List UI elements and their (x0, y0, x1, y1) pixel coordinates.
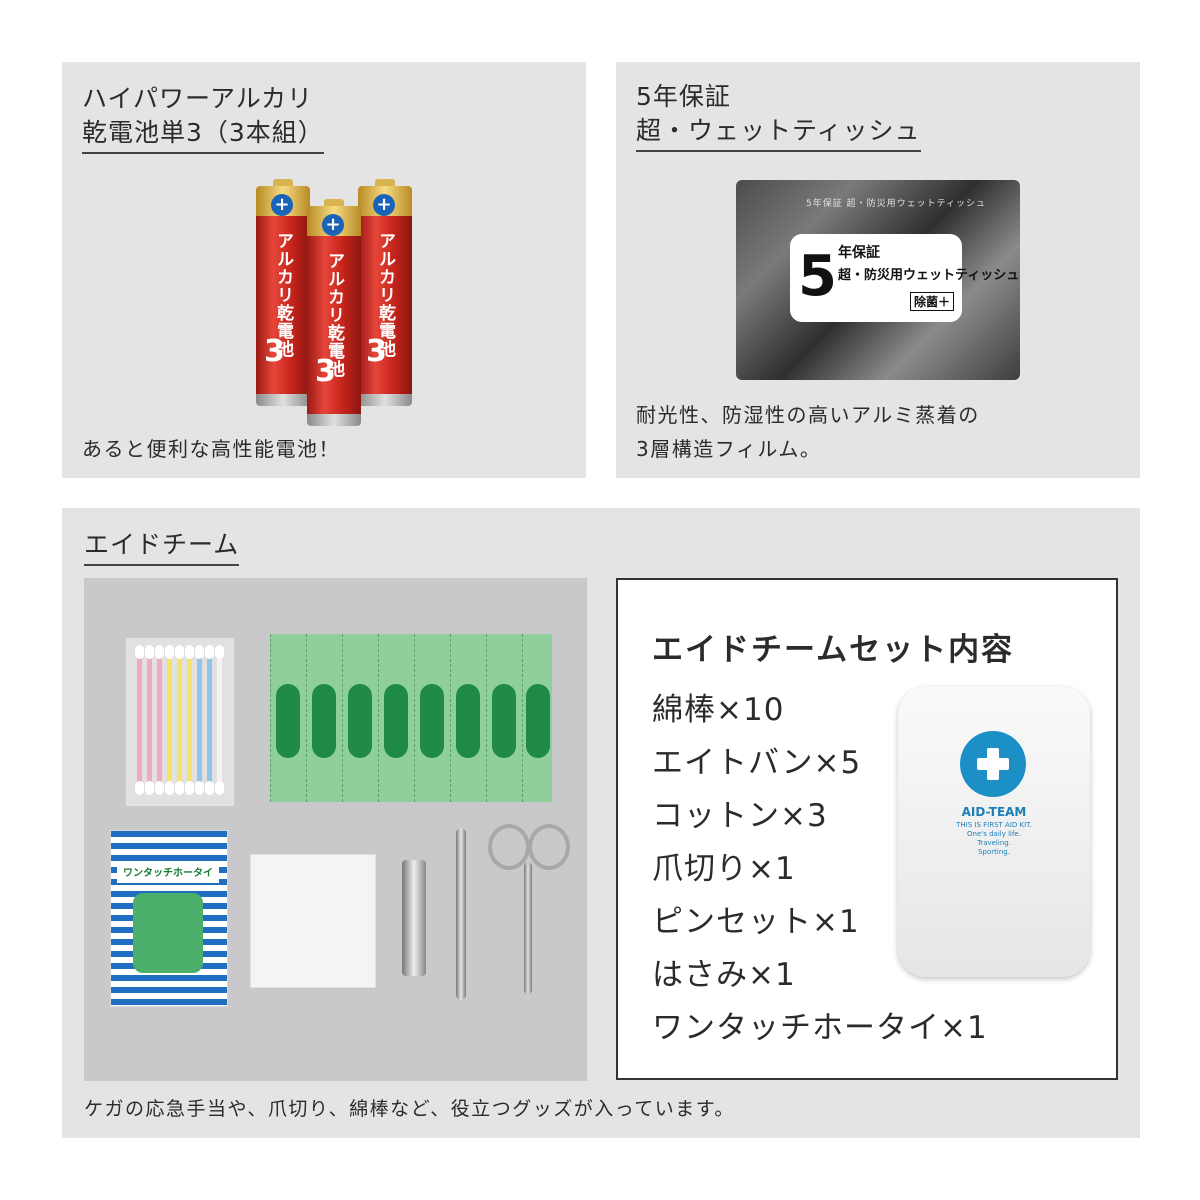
battery-number: 3 (366, 334, 387, 369)
wet-tissue-image: 5年保証 超・防災用ウェットティッシュ 5 年保証 超・防災用ウェットティッシュ… (736, 180, 1020, 380)
hand-icon (133, 893, 203, 973)
battery-panel: ハイパワーアルカリ 乾電池単3（3本組） + アルカリ乾電池 3 + アルカリ乾… (62, 62, 586, 478)
plus-icon: + (271, 194, 293, 216)
battery-number: 3 (264, 334, 285, 369)
tweezers-image (456, 828, 466, 1000)
battery-caption: あると便利な高性能電池！ (82, 437, 340, 461)
tissue-caption-line2: 3層構造フィルム。 (636, 437, 822, 461)
pack-label: ワンタッチホータイ (117, 865, 219, 883)
battery-label: アルカリ乾電池 (324, 252, 344, 378)
battery-number: 3 (315, 354, 336, 389)
set-contents-box: エイドチームセット内容 綿棒×10 エイトバン×5 コットン×3 爪切り×1 ピ… (616, 578, 1118, 1080)
package-line2: 超・防災用ウェットティッシュ (838, 268, 1020, 283)
battery-image: + アルカリ乾電池 3 (307, 199, 361, 426)
set-contents-heading: エイドチームセット内容 (652, 632, 1015, 668)
aid-team-caption: ケガの応急手当や、爪切り、綿棒など、役立つグッズが入っています。 (84, 1098, 735, 1120)
tissue-title: 5年保証 超・ウェットティッシュ (636, 80, 921, 152)
plus-icon: + (322, 214, 344, 236)
aid-kit-contents-photo: ワンタッチホータイ (84, 578, 587, 1081)
aid-team-title-text: エイドチーム (84, 528, 240, 566)
package-top-text: 5年保証 超・防災用ウェットティッシュ (806, 199, 987, 209)
battery-label: アルカリ乾電池 (273, 232, 293, 358)
aid-team-case-image: AID-TEAM THIS IS FIRST AID KIT. One's da… (898, 687, 1090, 977)
bandage-wrap-pack-image: ワンタッチホータイ (110, 830, 228, 1007)
battery-title-line1: ハイパワーアルカリ (82, 84, 314, 113)
set-item: 綿棒×10 (652, 692, 785, 728)
plus-icon: + (373, 194, 395, 216)
set-item: エイトバン×5 (652, 745, 862, 781)
set-item: はさみ×1 (652, 957, 796, 993)
cotton-pads-image (250, 854, 376, 988)
battery-title-line2: 乾電池単3（3本組） (82, 116, 324, 154)
tissue-caption: 耐光性、防湿性の高いアルミ蒸着の 3層構造フィルム。 (636, 398, 980, 466)
battery-image: + アルカリ乾電池 3 (256, 179, 310, 406)
case-subtext: THIS IS FIRST AID KIT. One's daily life.… (956, 821, 1032, 856)
tissue-title-line1: 5年保証 (636, 82, 731, 111)
aid-team-title: エイドチーム (84, 528, 240, 566)
tissue-caption-line1: 耐光性、防湿性の高いアルミ蒸着の (636, 403, 980, 427)
tissue-title-line2: 超・ウェットティッシュ (636, 114, 921, 152)
package-label: 5 年保証 超・防災用ウェットティッシュ 除菌＋ (790, 234, 1019, 322)
package-big-number: 5 (798, 244, 837, 309)
set-item: ワンタッチホータイ×1 (652, 1010, 988, 1046)
cotton-swabs-image (126, 638, 234, 806)
nail-clipper-image (402, 860, 426, 976)
set-item: 爪切り×1 (652, 851, 796, 887)
set-item: コットン×3 (652, 798, 828, 834)
case-brand: AID-TEAM (961, 805, 1027, 819)
battery-title: ハイパワーアルカリ 乾電池単3（3本組） (82, 82, 324, 154)
package-line3: 除菌＋ (910, 292, 955, 311)
scissors-image (488, 824, 570, 999)
battery-image: + アルカリ乾電池 3 (358, 179, 412, 406)
battery-label: アルカリ乾電池 (375, 232, 395, 358)
set-item: ピンセット×1 (652, 904, 860, 940)
adhesive-bandages-image (270, 634, 552, 802)
first-aid-cross-icon (960, 731, 1026, 797)
package-line1: 年保証 (838, 245, 880, 261)
